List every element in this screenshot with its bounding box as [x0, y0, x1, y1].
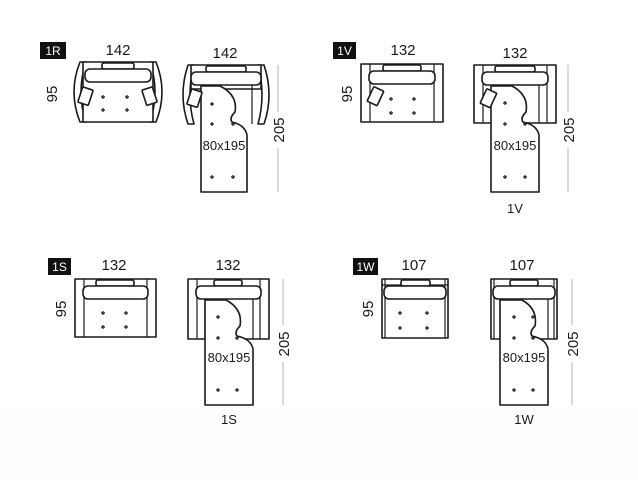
- caption-1w: 1W: [514, 412, 534, 427]
- length-label-1w-open: 205: [565, 331, 582, 356]
- badge-1v: [333, 42, 356, 59]
- mattress-size-label: 80x195: [503, 350, 546, 365]
- badge-1s-label: 1S: [52, 260, 67, 274]
- backrest: [481, 71, 549, 86]
- depth-label-1s-closed: 95: [53, 301, 70, 318]
- tufting-marks: [216, 315, 239, 392]
- headrest: [382, 64, 422, 72]
- tufting-marks: [101, 311, 128, 329]
- backrest: [368, 70, 436, 85]
- width-label-1w-open: 107: [509, 257, 534, 274]
- sofa-1w-open: 80x195: [490, 278, 558, 406]
- headrest: [400, 279, 431, 287]
- group-1v: 1V 132 95 132 205: [333, 42, 578, 216]
- mattress-size-label: 80x195: [203, 138, 246, 153]
- width-label-1s-open: 132: [215, 257, 240, 274]
- mattress-size-label: 80x195: [208, 350, 251, 365]
- headrest: [205, 65, 247, 73]
- width-label-1v-open: 132: [502, 45, 527, 62]
- mattress-size-label: 80x195: [494, 138, 537, 153]
- caption-1s: 1S: [221, 412, 237, 427]
- cushion: [186, 88, 203, 109]
- badge-1v-label: 1V: [337, 44, 352, 58]
- length-label-1r-open: 205: [271, 117, 288, 142]
- headrest: [101, 62, 135, 70]
- mattress: [204, 299, 254, 406]
- backrest: [195, 285, 262, 300]
- mattress: [499, 299, 549, 406]
- badge-1w: [353, 258, 378, 275]
- width-label-1s-closed: 132: [101, 257, 126, 274]
- sofa-1v-open: 80x195: [473, 64, 557, 193]
- tufting-marks: [101, 95, 129, 112]
- group-1s: 1S 132 95 132 205: [48, 257, 293, 427]
- depth-label-1v-closed: 95: [339, 86, 356, 103]
- badge-1w-label: 1W: [357, 260, 376, 274]
- sofa-1s-open: 80x195: [187, 278, 270, 406]
- sofa-1r-open: 80x195: [182, 64, 270, 193]
- backrest: [383, 285, 447, 300]
- length-label-1s-open: 205: [276, 331, 293, 356]
- width-label-1r-closed: 142: [105, 42, 130, 59]
- left-cushion: [77, 86, 94, 107]
- badge-1r: [40, 42, 66, 59]
- group-1w: 1W 107 95 107 205: [353, 257, 582, 427]
- depth-label-1r-closed: 95: [44, 86, 61, 103]
- headrest: [95, 279, 135, 287]
- backrest: [82, 285, 149, 300]
- length-label-1v-open: 205: [561, 117, 578, 142]
- badge-1r-label: 1R: [45, 44, 61, 58]
- tufting-marks: [503, 101, 527, 179]
- group-1r: 1R 142 95 142 205: [40, 42, 288, 193]
- right-cushion: [141, 86, 158, 107]
- width-label-1r-open: 142: [212, 45, 237, 62]
- headrest: [494, 65, 536, 73]
- backrest: [190, 71, 262, 86]
- tufting-marks: [389, 97, 416, 115]
- sofa-1r-closed: [73, 61, 163, 123]
- sofa-1w-closed: [381, 278, 449, 339]
- tufting-marks: [210, 102, 235, 179]
- sofa-1s-closed: [74, 278, 157, 338]
- cushion: [366, 86, 385, 107]
- headrest: [213, 279, 243, 287]
- background-band: [0, 410, 638, 480]
- depth-label-1w-closed: 95: [360, 301, 377, 318]
- cushion: [479, 88, 498, 109]
- tufting-marks: [398, 311, 429, 330]
- mattress: [490, 85, 540, 193]
- backrest: [492, 285, 556, 300]
- width-label-1v-closed: 132: [390, 42, 415, 59]
- width-label-1w-closed: 107: [401, 257, 426, 274]
- backrest: [84, 68, 152, 83]
- badge-1s: [48, 258, 71, 275]
- mattress: [200, 85, 248, 193]
- headrest: [509, 279, 539, 287]
- sofa-1v-closed: [360, 63, 444, 123]
- caption-1v: 1V: [507, 201, 523, 216]
- tufting-marks: [512, 315, 535, 392]
